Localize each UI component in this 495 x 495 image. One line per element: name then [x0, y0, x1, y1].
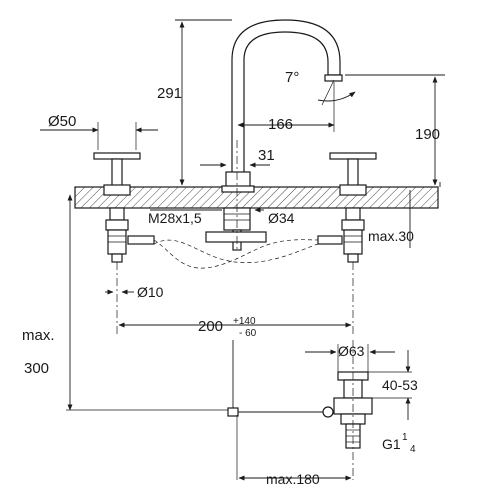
right-handle — [329, 152, 377, 263]
spout — [221, 19, 343, 193]
center-distance-tol-plus: +140 — [233, 316, 256, 327]
spout-angle-label: 7° — [285, 69, 299, 86]
connection-hoses — [127, 231, 343, 269]
spout-base-width-label: 31 — [258, 147, 275, 164]
center-distance-tol-minus: - 60 — [239, 328, 257, 339]
drain-height-label: 40-53 — [382, 377, 418, 393]
pipe-diameter-label: Ø10 — [137, 284, 164, 300]
spout-reach-label: 166 — [268, 116, 293, 133]
spout-height-label: 291 — [157, 85, 182, 102]
max-depth-text: max. — [22, 327, 55, 344]
drain-thread-denominator: 4 — [410, 444, 416, 455]
handle-diameter-label: Ø50 — [48, 113, 76, 130]
center-distance-label: 200 — [198, 318, 223, 335]
drain-diameter-label: Ø63 — [338, 343, 365, 359]
thread-size-label: M28x1,5 — [148, 210, 202, 226]
drain-thread-label: G1 1 4 — [382, 432, 416, 455]
drain-thread-main: G1 — [382, 436, 401, 452]
spout-base-diameter-label: Ø34 — [268, 210, 295, 226]
max-depth-value: 300 — [24, 360, 49, 377]
total-height-label: 190 — [415, 126, 440, 143]
dimension-lines — [40, 19, 445, 481]
left-handle — [93, 152, 141, 263]
max-deck-thickness-label: max.30 — [368, 228, 414, 244]
max-pull-rod-label: max.180 — [266, 471, 320, 487]
drain-thread-numerator: 1 — [402, 432, 408, 443]
center-lines — [116, 140, 354, 480]
